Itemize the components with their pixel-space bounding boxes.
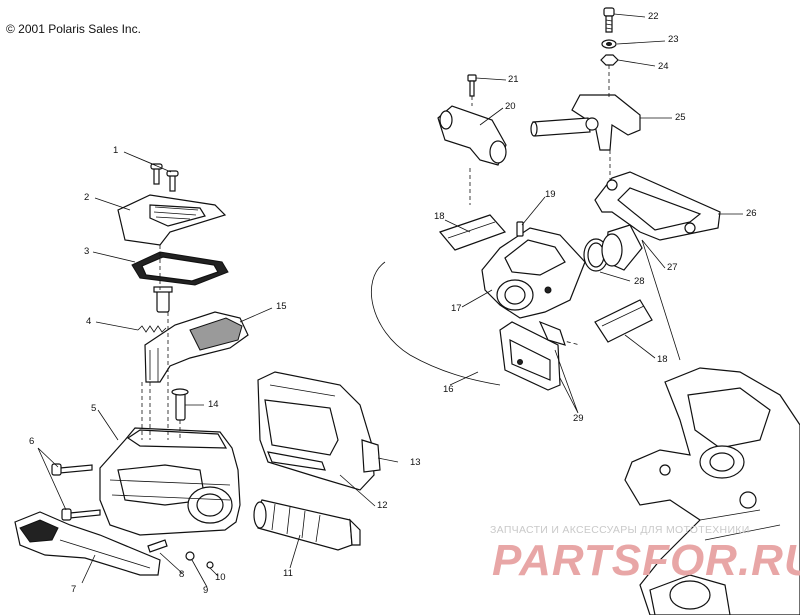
throttle-lever [144, 311, 249, 383]
assembly-line [141, 245, 181, 440]
callout-28: 28 [634, 276, 645, 287]
caliper-piston [583, 224, 643, 272]
callout-23: 23 [668, 34, 679, 45]
switch-housing [257, 371, 381, 491]
callout-1: 1 [113, 145, 119, 156]
callout-10: 10 [215, 572, 226, 583]
callout-8: 8 [179, 569, 185, 580]
bleeder-screw [467, 74, 477, 97]
diaphragm-gasket [131, 251, 229, 286]
group-bracket-line [371, 261, 501, 386]
callout-14: 14 [208, 399, 219, 410]
callout-25: 25 [675, 112, 686, 123]
callout-20: 20 [505, 101, 516, 112]
callout-21: 21 [508, 74, 519, 85]
brake-line-fitting [437, 105, 507, 166]
callout-6: 6 [29, 436, 35, 447]
callout-17: 17 [451, 303, 462, 314]
screw-pair [150, 163, 179, 192]
caliper-bolt [600, 7, 619, 66]
callout-16: 16 [443, 384, 454, 395]
brake-bracket [530, 94, 641, 151]
sight-piston [153, 286, 173, 313]
master-cylinder-housing [99, 427, 241, 536]
callout-12: 12 [377, 500, 388, 511]
callout-9: 9 [203, 585, 209, 596]
reservoir-cover [117, 194, 227, 246]
caliper-frame [594, 171, 721, 241]
callout-19: 19 [545, 189, 556, 200]
callout-26: 26 [746, 208, 757, 219]
steering-knuckle [624, 367, 800, 615]
pivot-pin [171, 388, 189, 421]
callout-27: 27 [667, 262, 678, 273]
callout-29: 29 [573, 413, 584, 424]
brake-pad-lower [594, 299, 653, 343]
callout-7: 7 [71, 584, 77, 595]
callout-2: 2 [84, 192, 90, 203]
leader-lines [37, 13, 743, 588]
callout-4: 4 [86, 316, 92, 327]
callout-22: 22 [648, 11, 659, 22]
callout-18-lower: 18 [657, 354, 668, 365]
watermark-subtitle: ЗАПЧАСТИ И АКСЕССУАРЫ ДЛЯ МОТОТЕХНИКИ [490, 524, 750, 536]
caliper-body [481, 221, 586, 319]
callout-11: 11 [283, 568, 293, 579]
callout-15: 15 [276, 301, 287, 312]
callout-3: 3 [84, 246, 90, 257]
mounting-screw [51, 463, 101, 521]
copyright-notice: © 2001 Polaris Sales Inc. [6, 22, 141, 36]
callout-24: 24 [658, 61, 669, 72]
callout-18-upper: 18 [434, 211, 445, 222]
brake-lever [14, 511, 161, 576]
throttle-grip [253, 499, 361, 551]
watermark-logo: PARTSFOR.RU [492, 536, 800, 585]
brake-pad-upper [438, 214, 507, 251]
brake-pad-set [499, 320, 566, 391]
callout-5: 5 [91, 403, 97, 414]
callout-13: 13 [410, 457, 421, 468]
spring [137, 325, 167, 333]
